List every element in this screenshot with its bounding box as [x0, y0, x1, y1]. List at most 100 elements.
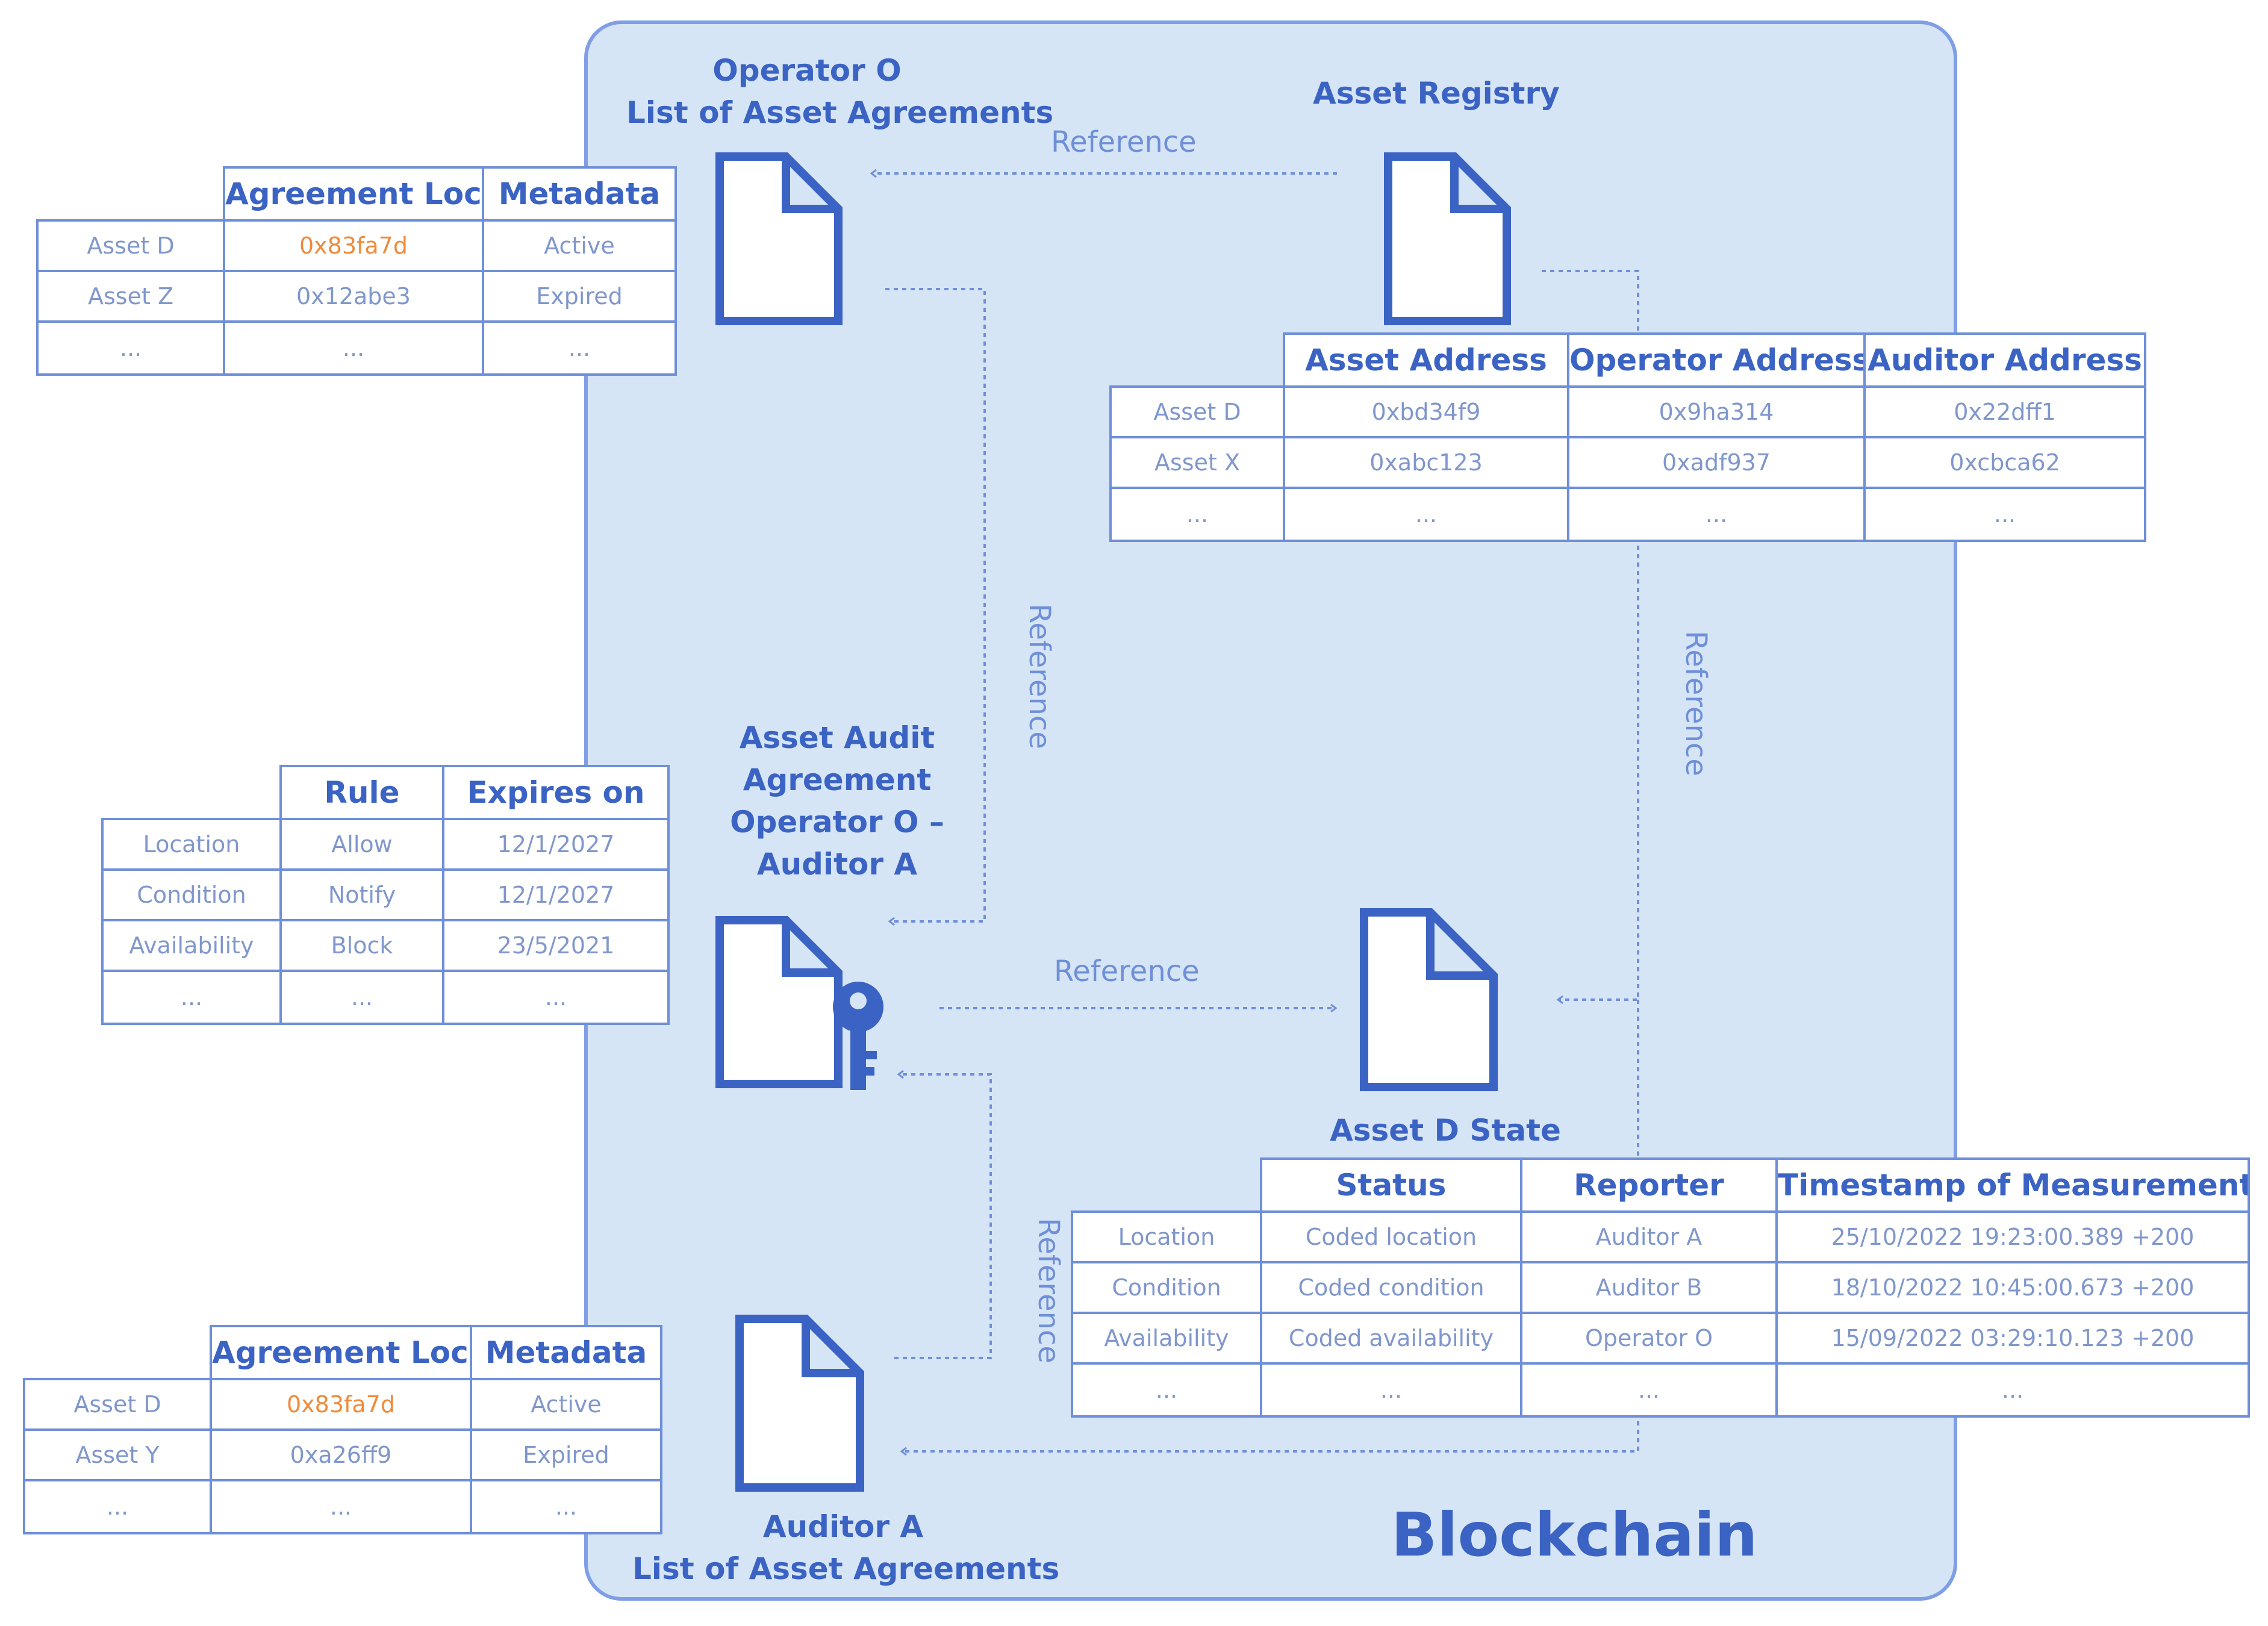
edge-label-registry-to-state: Reference [1678, 631, 1713, 776]
table-row: ... ... ... [23, 1479, 662, 1534]
table-cell: Asset X [1109, 436, 1285, 489]
table-cell: 18/10/2022 10:45:00.673 +200 [1775, 1261, 2250, 1314]
asset-registry-title: Asset Registry [1313, 76, 1560, 111]
table-cell: Coded availability [1260, 1312, 1522, 1365]
table-cell: Block [279, 919, 444, 972]
table-cell: ... [442, 970, 670, 1025]
table-header-row: Asset Address Operator Address Auditor A… [1111, 332, 2146, 388]
table-cell: Coded condition [1260, 1261, 1522, 1314]
table-cell: 0x83fa7d [210, 1378, 472, 1431]
header-cell: Agreement Loc. [210, 1325, 472, 1380]
table-cell: ... [470, 1479, 662, 1534]
table-cell: 0x83fa7d [223, 219, 484, 272]
edge-label-auditor-to-agreement: Reference [1031, 1218, 1065, 1363]
table-cell: Location [101, 818, 282, 871]
table-row: Availability Block 23/5/2021 [101, 919, 670, 972]
table-cell: Allow [279, 818, 444, 871]
table-row: Condition Coded condition Auditor B 18/1… [1071, 1261, 2250, 1314]
table-cell: Expired [482, 270, 677, 323]
table-cell: ... [1109, 487, 1285, 542]
header-cell: Auditor Address [1863, 332, 2146, 388]
table-cell: 0xabc123 [1283, 436, 1569, 489]
asset-state-table: Status Reporter Timestamp of Measurement… [1071, 1157, 2250, 1418]
table-row: Asset D 0x83fa7d Active [36, 219, 677, 272]
table-cell: Coded location [1260, 1210, 1522, 1263]
table-cell: ... [482, 320, 677, 376]
table-row: Location Coded location Auditor A 25/10/… [1071, 1210, 2250, 1263]
table-cell: 23/5/2021 [442, 919, 670, 972]
header-cell: Metadata [470, 1325, 662, 1380]
table-cell: 15/09/2022 03:29:10.123 +200 [1775, 1312, 2250, 1365]
table-cell: ... [1071, 1362, 1262, 1418]
edge-registry-to-state [1542, 270, 1639, 1000]
table-cell: Asset D [36, 219, 225, 272]
table-cell: Asset Z [36, 270, 225, 323]
table-cell: 12/1/2027 [442, 818, 670, 871]
table-cell: Operator O [1520, 1312, 1778, 1365]
table-cell: ... [23, 1479, 212, 1534]
audit-rules-table: Rule Expires on Location Allow 12/1/2027… [101, 765, 670, 1025]
key-icon [833, 982, 883, 1090]
table-row: Asset D 0x83fa7d Active [23, 1378, 662, 1431]
table-cell: Active [482, 219, 677, 272]
agreement-document-icon [715, 916, 843, 1088]
table-cell: Availability [101, 919, 282, 972]
state-document-icon [1360, 908, 1498, 1091]
table-header-row: Agreement Loc. Metadata [24, 1325, 662, 1380]
table-cell: Asset D [23, 1378, 212, 1431]
header-cell [1111, 334, 1285, 388]
edge-label-registry-to-operator: Reference [1051, 125, 1197, 159]
edge-auditor-to-agreement [894, 1074, 992, 1359]
header-cell: Timestamp of Measurement [1775, 1157, 2250, 1213]
table-cell: ... [1567, 487, 1866, 542]
table-header-row: Agreement Loc. Metadata [37, 166, 677, 222]
table-cell: ... [279, 970, 444, 1025]
header-cell [24, 1326, 212, 1380]
edge-label-operator-to-agreement: Reference [1022, 603, 1056, 749]
table-cell: ... [210, 1479, 472, 1534]
header-cell: Status [1260, 1157, 1522, 1213]
table-cell: ... [36, 320, 225, 376]
header-cell [102, 766, 282, 820]
table-row: Asset D 0xbd34f9 0x9ha314 0x22dff1 [1109, 385, 2146, 438]
table-cell: ... [223, 320, 484, 376]
header-cell [1072, 1159, 1262, 1213]
edge-label-agreement-to-state: Reference [1054, 955, 1200, 988]
table-cell: Condition [1071, 1261, 1262, 1314]
table-row: ... ... ... ... [1071, 1362, 2250, 1418]
header-cell: Metadata [482, 166, 677, 222]
table-cell: Expired [470, 1428, 662, 1481]
auditor-document-icon [735, 1315, 864, 1492]
table-cell: ... [1775, 1362, 2250, 1418]
table-row: Asset Y 0xa26ff9 Expired [23, 1428, 662, 1481]
table-cell: ... [1260, 1362, 1522, 1418]
table-cell: ... [1863, 487, 2146, 542]
table-cell: 0xa26ff9 [210, 1428, 472, 1481]
table-cell: 25/10/2022 19:23:00.389 +200 [1775, 1210, 2250, 1263]
header-cell: Agreement Loc. [223, 166, 484, 222]
edge-operator-to-agreement [885, 288, 986, 921]
table-cell: Condition [101, 868, 282, 921]
header-cell: Asset Address [1283, 332, 1569, 388]
table-cell: 0x12abe3 [223, 270, 484, 323]
table-row: Asset Z 0x12abe3 Expired [36, 270, 677, 323]
table-cell: 0xadf937 [1567, 436, 1866, 489]
header-cell [37, 167, 225, 222]
header-cell: Operator Address [1567, 332, 1866, 388]
table-cell: 0xcbca62 [1863, 436, 2146, 489]
table-cell: Notify [279, 868, 444, 921]
registry-document-icon [1384, 152, 1511, 325]
table-header-row: Status Reporter Timestamp of Measurement [1072, 1157, 2250, 1213]
table-cell: 12/1/2027 [442, 868, 670, 921]
blockchain-label: Blockchain [1391, 1500, 1758, 1570]
table-row: Condition Notify 12/1/2027 [101, 868, 670, 921]
table-cell: 0x9ha314 [1567, 385, 1866, 438]
table-row: Asset X 0xabc123 0xadf937 0xcbca62 [1109, 436, 2146, 489]
table-header-row: Rule Expires on [102, 765, 670, 820]
table-cell: ... [1283, 487, 1569, 542]
table-row: ... ... ... ... [1109, 487, 2146, 542]
table-cell: Availability [1071, 1312, 1262, 1365]
table-cell: Asset Y [23, 1428, 212, 1481]
